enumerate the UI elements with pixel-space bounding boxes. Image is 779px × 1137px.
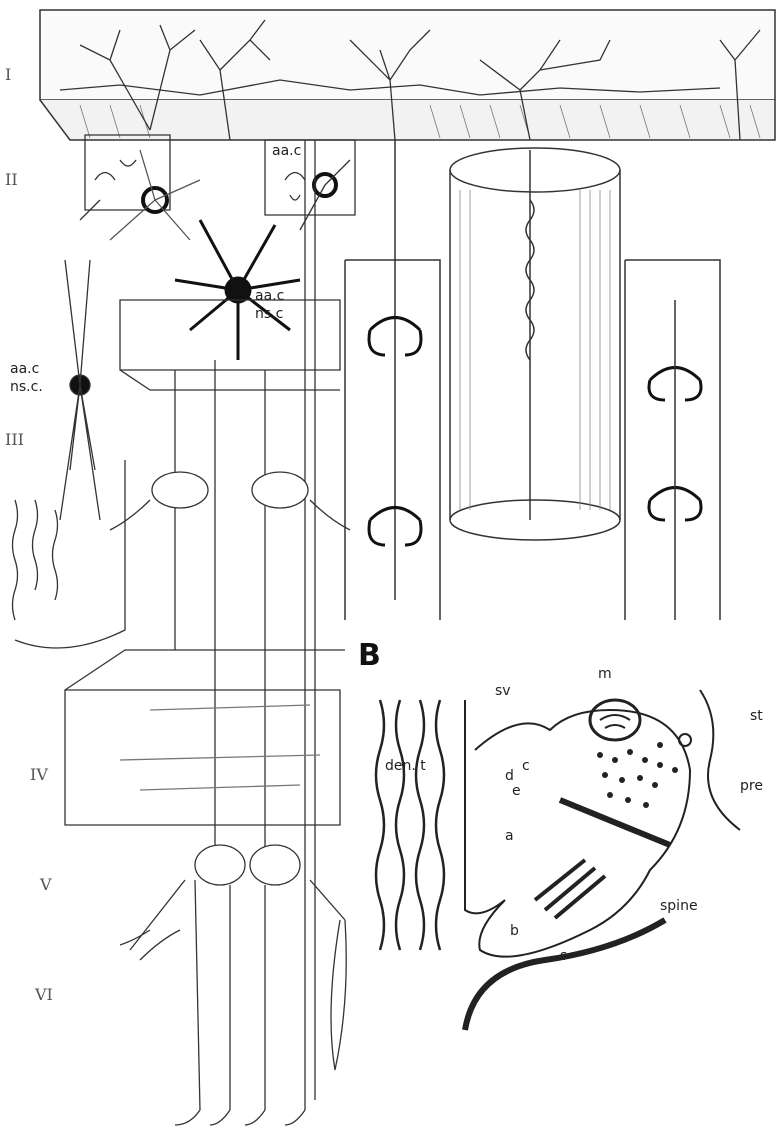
layer-label-iv: IV (30, 765, 48, 784)
label-st: st (750, 708, 763, 724)
cylinder-column (450, 148, 620, 540)
layer-two-box-left (80, 135, 200, 240)
layer-label-ii: II (5, 170, 18, 189)
layer-three-slab (120, 300, 340, 390)
label-den-t: den. t (385, 758, 426, 774)
layer-label-vi: VI (34, 985, 53, 1004)
label-a: a (505, 828, 514, 844)
label-aa-mid: aa.c (255, 288, 284, 304)
label-aa-top: aa.c (272, 143, 301, 159)
label-s: s (560, 948, 567, 964)
column-box-middle (345, 140, 440, 620)
label-e: e (512, 783, 521, 799)
column-box-right (625, 260, 720, 620)
label-m: m (598, 666, 612, 682)
panel-b (348, 625, 779, 1137)
panel-b-label: B (358, 638, 381, 673)
label-b: b (510, 923, 519, 939)
label-d: d (505, 768, 514, 784)
label-c: c (522, 758, 530, 774)
label-nsc-left: ns.c. (10, 379, 43, 395)
layer-label-i: I (5, 65, 11, 84)
label-spine: spine (660, 898, 698, 914)
label-pre: pre (740, 778, 763, 794)
basket-cell-left (60, 260, 100, 520)
layer-label-iii: III (5, 430, 24, 449)
layer-label-v: V (39, 875, 52, 894)
layer-one-slab (40, 10, 775, 140)
label-aa-left: aa.c (10, 361, 39, 377)
label-nsc-mid: ns.c (255, 306, 283, 322)
label-sv: sv (495, 683, 511, 699)
layer-four-box (65, 650, 345, 825)
beaded-axons (13, 460, 126, 648)
